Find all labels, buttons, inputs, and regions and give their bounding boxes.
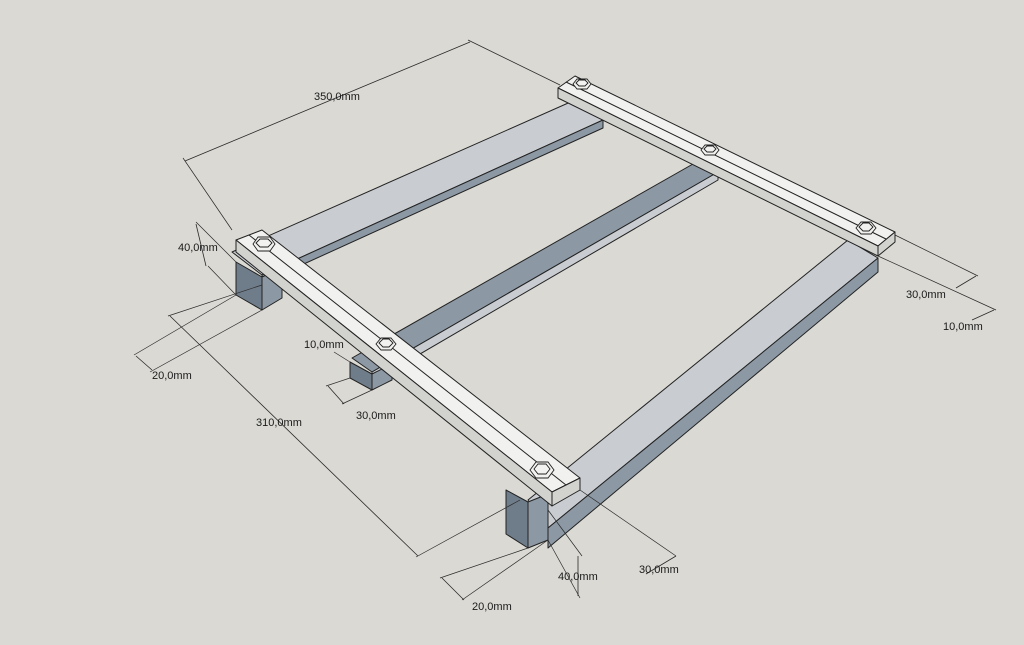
hex-bolt-icon xyxy=(572,78,592,90)
dim-label-beam-thickness: 10,0mm xyxy=(304,339,344,351)
hex-bolt-icon xyxy=(252,236,276,252)
beam-front-right xyxy=(505,239,879,549)
hex-bolt-icon xyxy=(375,337,397,351)
plank-back-right-end xyxy=(877,231,896,257)
plank-front-left xyxy=(235,229,581,507)
dim-label-length-left: 310,0mm xyxy=(256,417,302,429)
dimension-lines xyxy=(133,39,997,601)
beam-front-right-side xyxy=(547,257,879,549)
plank-front-left-centerline xyxy=(248,234,567,486)
dim-label-plank-width-right: 30,0mm xyxy=(906,289,946,301)
beam-back-left xyxy=(231,99,604,311)
beam-front-right-end-side xyxy=(527,493,549,549)
dim-label-width-left: 20,0mm xyxy=(152,370,192,382)
hex-bolt-icon xyxy=(700,144,720,156)
bolts xyxy=(252,78,877,479)
dim-label-length-top: 350,0mm xyxy=(314,91,360,103)
beam-middle xyxy=(349,159,719,391)
beam-front-right-end xyxy=(505,489,529,549)
dimension-labels: 350,0mm 40,0mm 20,0mm 310,0mm 10,0mm 30,… xyxy=(152,91,983,613)
hex-bolt-icon xyxy=(855,221,877,235)
dim-label-width-front: 20,0mm xyxy=(472,601,512,613)
dim-label-height-left: 40,0mm xyxy=(178,242,218,254)
hex-bolt-icon xyxy=(529,461,555,479)
dim-label-height-front: 40,0mm xyxy=(558,571,598,583)
dim-label-plank-width-front: 30,0mm xyxy=(639,564,679,576)
dim-label-plank-thickness-right: 10,0mm xyxy=(943,321,983,333)
dim-label-beam-width: 30,0mm xyxy=(356,410,396,422)
plank-back-right xyxy=(557,75,896,257)
plank-back-right-centerline xyxy=(565,81,887,240)
